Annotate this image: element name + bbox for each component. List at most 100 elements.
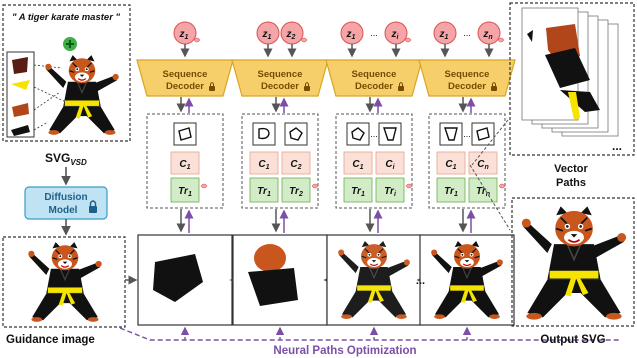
lock-icon [209,82,215,91]
lock-icon [304,82,310,91]
vector-paths-label-line1: Vector [554,163,588,175]
color-param-box [436,151,466,175]
path-shape [258,127,270,140]
svg-vsd-panel: " A tiger karate master " [2,4,131,142]
path-params-box [146,113,224,209]
render-body [248,268,298,306]
transform-param-box [170,177,200,203]
latent-label: zn [482,29,492,41]
param-dots: ... [370,129,378,139]
color-param-box [249,151,279,175]
transform-param-box [436,177,466,203]
param-dots: ... [463,129,471,139]
sequence-decoder-label: Decoder [448,81,486,92]
transform-param-label: Tri [384,186,397,198]
color-param-label: C1 [179,159,190,171]
vector-paths-stack: ... [521,7,622,153]
fire-icon [404,37,412,43]
sequence-decoder-label: Sequence [163,69,208,80]
path-shape-box [439,122,463,146]
path-shape [351,127,365,141]
render-shape [153,254,203,302]
prompt-text: " A tiger karate master " [12,12,121,23]
color-param-label: C1 [258,159,269,171]
path-shape-box [252,122,276,146]
path-swatch-4 [11,125,30,136]
output-label: Output SVG [540,334,605,346]
transform-param-box [343,177,373,203]
guidance-image-frame [2,236,126,328]
fire-icon [193,37,201,43]
sequence-decoder-label: Decoder [355,81,393,92]
svg-vsd-label: SVGVSD [45,151,87,167]
transform-param-label: Tr1 [444,186,458,198]
path-shape-box [173,122,197,146]
latent-dots: ... [463,28,471,38]
path-shape-box [378,122,402,146]
fire-icon [405,183,413,189]
npo-loop-line [119,327,620,341]
lock-icon [89,200,97,213]
path-shape [383,127,397,141]
output-tiger-svg [520,205,628,321]
path-params-box [241,113,319,209]
color-param-label: C1 [445,159,456,171]
latent-label: z1 [262,29,272,41]
npo-label: Neural Paths Optimization [273,345,416,357]
color-param-label: C1 [352,159,363,171]
fire-icon [497,37,505,43]
latent-label: z1 [179,29,189,41]
tiger-karate-svg [44,54,120,136]
stack-dots: ... [612,139,622,153]
latent-label: z2 [286,29,296,41]
vector-paths-label-line2: Paths [556,177,586,189]
vector-paths-panel: ... [509,2,635,156]
diffusion-label-line2: Model [49,205,78,216]
transform-param-box [281,177,311,203]
path-shape-box [346,122,370,146]
latent-label: z1 [346,29,356,41]
connector-line-2 [469,164,511,231]
diffusion-label-line1: Diffusion [44,192,87,203]
sequence-decoder-label: Decoder [166,81,204,92]
path-shape-box [284,122,308,146]
path-params-box [428,113,506,209]
path-swatch-3 [12,103,29,117]
color-param-box [343,151,373,175]
lock-icon [398,82,404,91]
output-svg-frame [511,197,635,327]
guidance-tiger-image [27,241,103,323]
latent-dots: ... [370,28,378,38]
transform-param-box [468,177,498,203]
fire-icon [200,183,208,189]
color-param-label: C2 [290,159,301,171]
transform-param-label: Tr1 [351,186,365,198]
color-param-box [375,151,405,175]
fire-icon [300,37,308,43]
color-param-label: Ci [385,159,395,171]
color-param-box [170,151,200,175]
transform-param-box [249,177,279,203]
fire-icon [311,183,319,189]
path-shape [476,127,490,141]
transform-param-label: Tr2 [289,186,303,198]
path-shape [178,127,192,141]
latent-label: zi [391,29,400,41]
path-shape-box [471,122,495,146]
lock-icon [491,82,497,91]
color-param-label: Cn [477,159,489,171]
sequence-decoder-label: Sequence [445,69,490,80]
sequence-decoder-label: Decoder [261,81,299,92]
transform-param-label: Trn [476,186,490,198]
sequence-decoder-label: Sequence [258,69,303,80]
path-shape [289,127,303,141]
render-head [254,244,286,272]
fire-icon [498,183,506,189]
transform-param-label: Tr1 [257,186,271,198]
color-param-box [281,151,311,175]
path-shape [444,127,458,141]
transform-param-box [375,177,405,203]
